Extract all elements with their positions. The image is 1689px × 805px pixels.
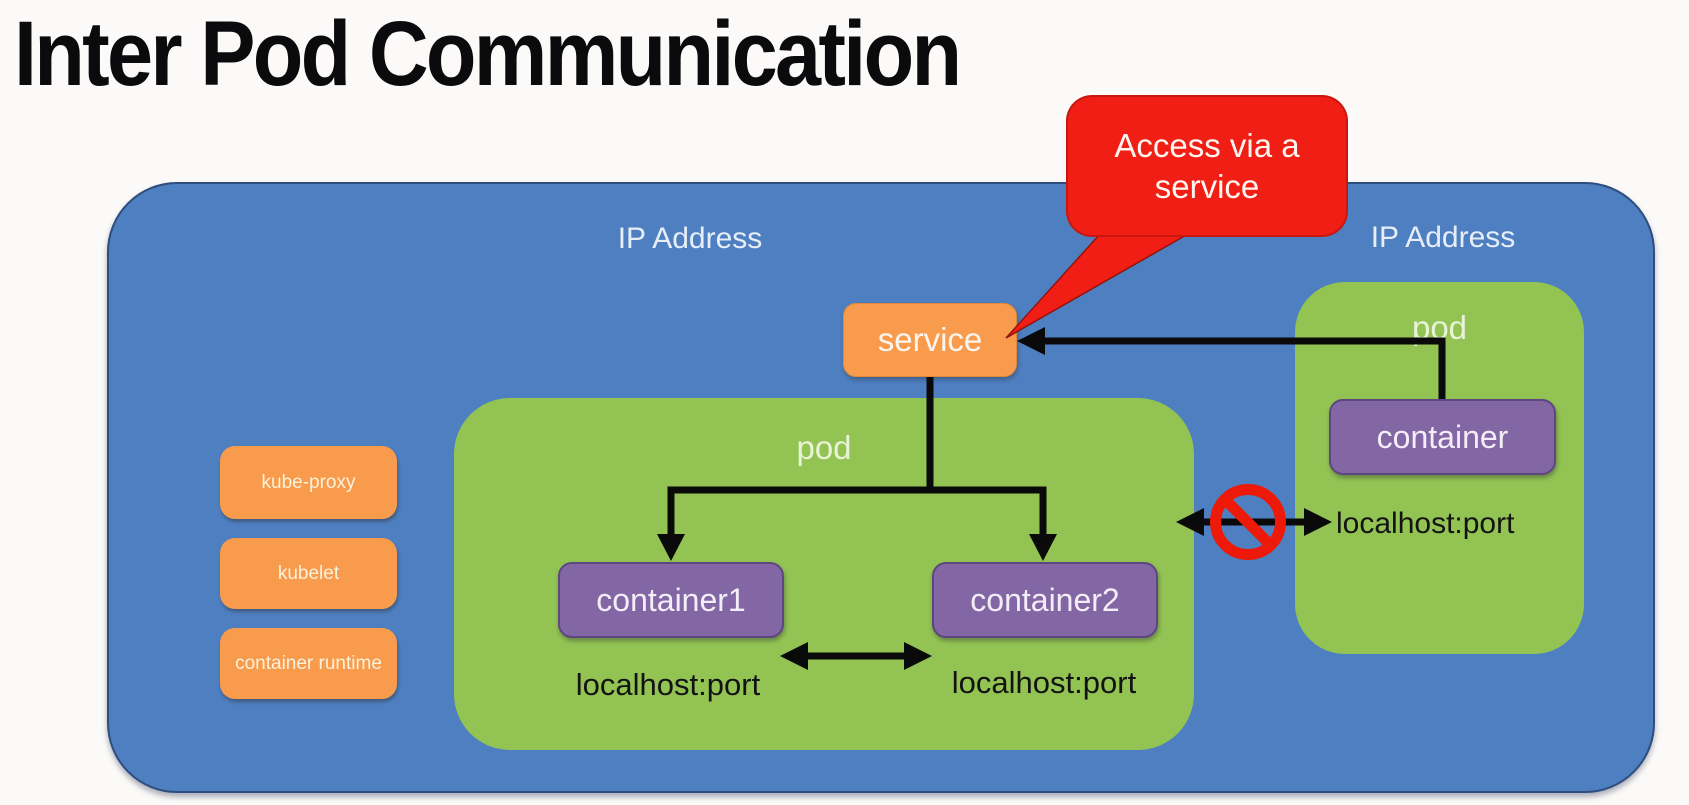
callout-line2: service xyxy=(1154,168,1260,205)
container1-box: container1 xyxy=(558,562,784,638)
right-pod-label: pod xyxy=(1411,309,1468,346)
container1-localhost-label: localhost:port xyxy=(575,667,761,702)
container2-localhost-label: localhost:port xyxy=(951,665,1137,700)
kube-proxy-box: kube-proxy xyxy=(220,446,397,519)
right-pod-container-box: container xyxy=(1329,399,1556,475)
container2-box: container2 xyxy=(932,562,1158,638)
access-via-service-callout: Access via a service xyxy=(1066,95,1348,237)
service-label: service xyxy=(877,321,983,358)
no-entry-icon xyxy=(1210,484,1286,560)
right-pod-localhost-label: localhost:port xyxy=(1336,507,1515,540)
slide-title: Inter Pod Communication xyxy=(14,3,962,105)
center-pod-label: pod xyxy=(796,429,852,466)
container-runtime-box: container runtime xyxy=(220,628,397,699)
service-box: service xyxy=(843,303,1017,377)
ip-address-label-right: IP Address xyxy=(1370,221,1516,254)
kubelet-box: kubelet xyxy=(220,538,397,609)
ip-address-label-left: IP Address xyxy=(617,222,763,255)
callout-line1: Access via a xyxy=(1114,127,1300,164)
no-entry-slash xyxy=(1221,495,1275,550)
